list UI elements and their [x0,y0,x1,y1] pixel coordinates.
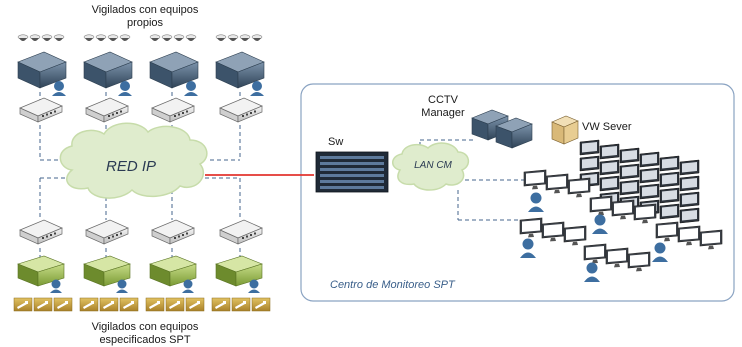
top-title: Vigilados con equipos propios [70,4,220,30]
switch-icon [19,219,263,245]
camera-row [13,297,271,312]
core-switch-icon [315,151,389,193]
vw-server-icon [551,115,579,145]
red-ip-label: RED IP [105,158,156,175]
cctv-manager-label: CCTV Manager [418,94,468,120]
lan-cm-label: LAN CM [414,160,452,171]
bottom-title-line1: Vigilados con equipos [91,321,199,333]
cctv-line1: CCTV [428,94,458,106]
sw-label: Sw [328,136,344,148]
cctv-line2: Manager [421,107,465,119]
switch-icon [19,97,263,123]
top-title-line2: propios [126,17,164,29]
dome-camera-row [17,34,263,42]
cctv-manager-server-icon [471,109,533,149]
monitoring-center-label: Centro de Monitoreo SPT [330,279,455,291]
red-ip-cloud [59,122,208,199]
server-icon [17,255,263,294]
server-icon [17,51,265,97]
monitoring-center-panel [300,83,735,302]
top-title-line1: Vigilados con equipos [91,4,199,16]
bottom-title: Vigilados con equipos especificados SPT [60,321,230,347]
lan-cm-cloud [392,142,470,191]
bottom-title-line2: especificados SPT [99,334,191,346]
vw-server-label: VW Sever [582,121,632,133]
